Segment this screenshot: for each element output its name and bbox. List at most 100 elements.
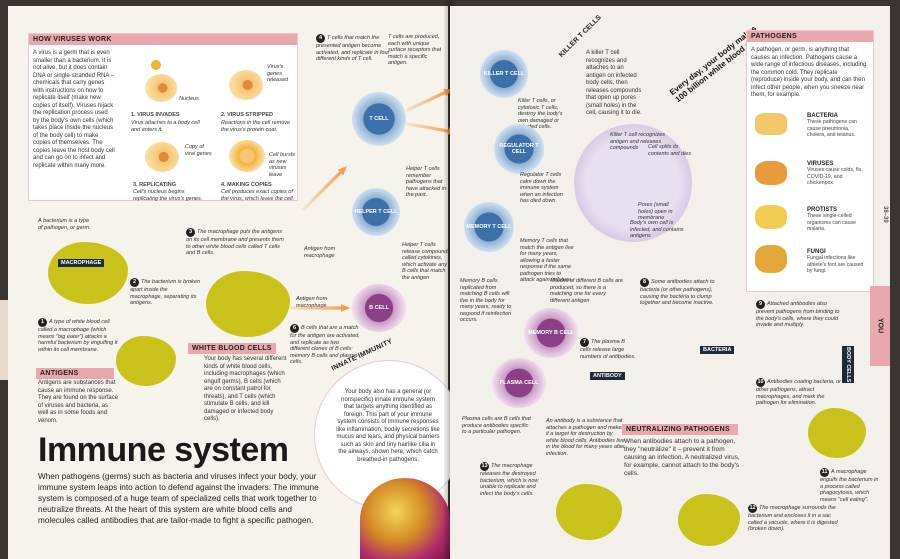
antigens-body: Antigens are substances that cause an im… [38,380,119,424]
protists-title: PROTISTS [807,207,838,213]
killer-t-cell: KILLER T CELL [480,50,528,98]
helper-t-cell: HELPER T CELL [352,188,400,236]
viruses-icon [755,161,787,185]
own-cell-caption: Body's own cell is infected, and contain… [630,220,684,239]
virus-icon [151,60,161,70]
step-4-text: Cell produces exact copies of the virus,… [221,189,295,202]
fungi-title: FUNGI [807,249,826,255]
wbc-body: Your body has several different kinds of… [204,356,287,422]
neutral-heading: NEUTRALIZING PATHOGENS [622,424,738,435]
antigen-from-mac-caption: Antigen from macrophage [304,246,336,259]
pathogens-heading: PATHOGENS [747,31,873,42]
bacteria-text: These pathogens can cause pneumonia, cho… [807,119,857,138]
splits-caption: Cell splits its contents and dies [648,144,692,157]
nucleus-label: Nucleus [179,96,199,102]
right-page: KILLER T CELL Killer T cells, or cytotox… [450,6,890,559]
step-2-title: 2. VIRUS STRIPPED [221,112,273,118]
step-3-text: Cell's nucleus begins replicating the vi… [133,189,203,202]
flow-arrow [300,163,349,212]
viruses-text: Viruses cause colds, flu, COVID-19, and … [807,167,863,186]
wbc-heading: WHITE BLOOD CELLS [188,343,276,354]
innate-body: Your body also has a general (or nonspec… [336,389,440,463]
antibody-label: ANTIBODY [590,372,625,380]
plasma-cell: PLASMA CELL [492,358,546,408]
bacteria-label: BACTERIA [700,346,735,354]
stripped-cell-icon [229,70,263,100]
t-cell: T CELL [352,92,406,146]
copy-genes-label: Copy of viral genes [185,144,212,157]
macrophage-cell [48,242,128,304]
helper-t-caption: Helper T cells remember pathogens that h… [406,166,447,198]
viruses-box: HOW VIRUSES WORK A virus is a germ that … [28,33,298,202]
step-2-text: Reactions in the cell remove the virus's… [221,120,291,133]
bursting-cell-icon [229,140,265,172]
step-1-title: 1. VIRUS INVADES [131,112,180,118]
killer-diagram [574,124,692,242]
pathogens-body: A pathogen, or germ, is anything that ca… [751,47,867,98]
millions-caption: Millions of different B cells are produc… [550,278,624,304]
flow-arrow [290,304,350,312]
antibody-def: An antibody is a substance that attaches… [546,418,625,457]
killer-body: A killer T cell recognizes and attaches … [586,50,642,116]
step-3-title: 3. REPLICATING [133,182,176,188]
macrophage-label: MACROPHAGE [58,259,105,267]
pores-caption: Pores (small holes) open in membrane [638,202,673,221]
section-tab: YOU [870,286,890,366]
regulator-t-cell: REGULATOR T CELL [494,124,544,174]
b-cell: B CELL [352,284,406,332]
cilia-photo [360,478,450,559]
genes-released-label: Virus's genes released [267,64,289,83]
step-4-title: 4. MAKING COPIES [221,182,272,188]
killer-cyto-caption: Killer T cells, or cytotoxic T cells, de… [518,98,563,130]
page-numbers: 38–39 [882,206,888,223]
cell-bursts-label: Cell bursts as new viruses leave [269,152,295,178]
bacteria-title: BACTERIA [807,113,838,119]
regulator-caption: Regulator T cells calm down the immune s… [520,172,563,204]
memory-t-caption: Memory T cells that match the antigen li… [520,238,574,283]
viruses-title: VIRUSES [807,161,834,167]
replicating-cell-icon [145,142,179,172]
neutral-body: When antibodies attach to a pathogen, th… [624,438,740,477]
step-1-text: Virus attaches to a body cell and enters… [131,120,200,133]
memory-b-caption: Memory B cells replicated from matching … [460,278,512,323]
pathogens-box: PATHOGENS A pathogen, or germ, is anythi… [746,30,874,292]
body-cells-label: BODY CELLS [842,346,854,384]
antigens-heading: ANTIGENS [36,368,114,379]
body-cell-icon [145,74,177,102]
memory-t-cell: MEMORY T CELL [464,202,514,252]
page-title: Immune system [38,431,289,469]
macrophage-presenting [206,271,290,337]
macrophage-engulf [808,408,866,458]
bacterium-intro: A bacterium is a type of pathogen, or ge… [38,218,91,231]
viruses-body: A virus is a germ that is even smaller t… [33,50,115,169]
fungi-icon [755,245,787,273]
antigen-from-mac-caption-2: Antigen from macrophage [296,296,328,309]
recognizes-caption: Killer T cell recognizes antigen and rel… [610,132,666,151]
fungi-text: Fungal infections like athlete's foot ar… [807,255,864,274]
macrophage-digesting [116,336,176,386]
helper-release-caption: Helper T cells release compounds called … [402,242,451,281]
memory-b-cell: MEMORY B CELL [524,308,578,358]
macrophage-vacuole [678,494,740,546]
intro-text: When pathogens (germs) such as bacteria … [38,472,319,525]
protists-text: These single-celled organisms can cause … [807,213,857,232]
viruses-heading: HOW VIRUSES WORK [29,34,297,45]
bacteria-icon [755,113,787,135]
left-page: HOW VIRUSES WORK A virus is a germ that … [8,6,464,559]
protists-icon [755,205,787,229]
macrophage-release [556,484,622,540]
t-produced-caption: T cells are produced, each with unique s… [388,34,442,66]
plasma-def: Plasma cells are B cells that produce an… [462,416,531,435]
